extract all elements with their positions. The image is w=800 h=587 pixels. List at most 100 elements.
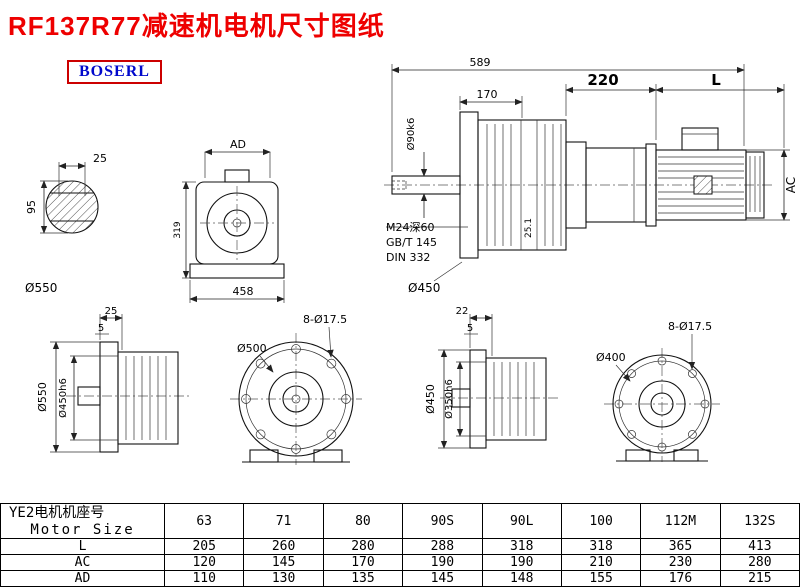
col-header-112m: 112M — [640, 503, 721, 539]
dim-450-flange-small-label: Ø450 — [424, 384, 437, 414]
shaft-section-circle — [45, 180, 99, 234]
motor-size-header-cn: YE2电机机座号 — [9, 504, 105, 521]
dim-shaft-width-label: 25 — [93, 152, 107, 165]
table-header-row: YE2电机机座号 Motor Size 63 71 80 90S 90L 100… — [0, 503, 800, 539]
dim-319: 319 — [173, 181, 196, 279]
table-cell: 176 — [640, 570, 721, 587]
dim-589-label: 589 — [470, 56, 491, 69]
dim-25-flange-label: 25 — [105, 306, 118, 317]
small-face-bolt-holes — [614, 356, 710, 452]
dim-shaft-height-label: 95 — [25, 200, 38, 214]
small-face-foot-left — [625, 449, 651, 462]
terminal-box — [681, 127, 719, 151]
dim-5-flange-small: 5 — [464, 323, 478, 335]
big-face-holes-label: 8-Ø17.5 — [303, 313, 347, 326]
standard-din-label: DIN 332 — [386, 251, 430, 264]
view-gearbox-front: AD 319 458 — [173, 138, 285, 303]
view-shaft-section: 25 95 Ø550 — [25, 152, 107, 295]
assembly-flange-dia-label: Ø450 — [408, 281, 440, 295]
dim-5-flange-small-label: 5 — [467, 323, 473, 334]
col-header-71: 71 — [243, 503, 324, 539]
col-header-90l: 90L — [481, 503, 562, 539]
view-flange-side-small: 22 5 Ø450 Ø350h6 — [424, 306, 560, 449]
table-cell: 280 — [719, 554, 800, 571]
dim-458-label: 458 — [233, 285, 254, 298]
dim-170: 170 — [459, 88, 523, 118]
dim-458: 458 — [189, 280, 285, 303]
boserl-logo: BOSERL — [67, 60, 162, 84]
big-flange-housing — [117, 351, 179, 445]
dim-shaft-width: 25 — [58, 152, 107, 196]
dim-5-flange-label: 5 — [98, 323, 104, 334]
small-face-spigot-circle — [638, 380, 686, 428]
table-cell: 190 — [402, 554, 483, 571]
row-label-AD: AD — [0, 570, 165, 587]
dim-22-flange-label: 22 — [456, 306, 469, 317]
small-face-bolt-circle — [618, 360, 706, 448]
dim-220: 220 — [565, 71, 657, 140]
dim-AD: AD — [204, 138, 271, 178]
big-face-bolt-circle — [245, 348, 347, 450]
big-flange-disc — [99, 341, 119, 453]
motor-size-header: YE2电机机座号 Motor Size — [0, 503, 165, 539]
boserl-logo-text: BOSERL — [79, 63, 150, 80]
table-cell: 318 — [560, 538, 642, 555]
big-face-dia-label: Ø500 — [237, 342, 267, 355]
view-assembly: 589 170 Ø90k6 220 L — [384, 56, 798, 295]
dim-L: L — [655, 71, 785, 148]
big-face-outer-circle — [238, 341, 354, 457]
table-cell: 155 — [560, 570, 642, 587]
dim-L-label: L — [711, 71, 721, 89]
dim-550-flange: Ø550 — [36, 341, 100, 453]
big-face-spigot-circle — [268, 371, 324, 427]
dim-AC-label: AC — [784, 177, 798, 193]
table-cell: 365 — [640, 538, 721, 555]
small-flange-housing-fins — [493, 362, 535, 436]
table-cell: 170 — [322, 554, 404, 571]
gear-housing-fins — [486, 120, 562, 250]
table-cell: 230 — [640, 554, 721, 571]
table-cell: 148 — [481, 570, 562, 587]
dim-550-flange-label: Ø550 — [36, 382, 49, 412]
dim-25-1-label: 25.1 — [524, 218, 534, 238]
dim-22-flange: 22 — [456, 306, 493, 356]
table-row-AD: AD 110 130 135 145 148 155 176 215 — [0, 570, 800, 587]
label-dia-550: Ø550 — [25, 281, 57, 295]
table-cell: 205 — [163, 538, 245, 555]
dim-450-flange-small: Ø450 — [424, 349, 470, 449]
dim-5-flange: 5 — [95, 323, 109, 335]
dim-25-flange: 25 — [99, 306, 123, 350]
dim-AC: AC — [746, 149, 798, 221]
dim-450h6-flange-label: Ø450h6 — [57, 378, 69, 418]
dim-shaft-dia: Ø90k6 — [405, 118, 428, 218]
small-face-outer-circle — [612, 354, 712, 454]
table-cell: 260 — [243, 538, 324, 555]
fan-cover-grille — [749, 156, 761, 212]
dim-589: 589 — [391, 56, 745, 172]
table-cell: 145 — [243, 554, 324, 571]
front-top-cap — [224, 169, 250, 183]
small-flange-disc — [469, 349, 487, 449]
table-cell: 135 — [322, 570, 404, 587]
dim-450h6-flange: Ø450h6 — [57, 355, 118, 441]
col-header-132s: 132S — [719, 503, 800, 539]
big-face-bore-circle — [282, 385, 310, 413]
table-row-AC: AC 120 145 170 190 190 210 230 280 — [0, 554, 800, 571]
table-cell: 413 — [719, 538, 800, 555]
row-label-AC: AC — [0, 554, 165, 571]
view-flange-face-big: 8-Ø17.5 Ø500 — [230, 313, 362, 465]
dim-350h6-flange-small-label: Ø350h6 — [443, 379, 455, 419]
table-cell: 130 — [243, 570, 324, 587]
page-title: RF137R77减速机电机尺寸图纸 — [8, 11, 385, 41]
small-face-foot-right — [673, 449, 699, 462]
table-cell: 145 — [402, 570, 483, 587]
col-header-63: 63 — [163, 503, 245, 539]
motor-size-header-en: Motor Size — [30, 521, 135, 538]
small-face-holes-label: 8-Ø17.5 — [668, 320, 712, 333]
small-face-bore-circle — [650, 392, 674, 416]
big-flange-housing-fins — [125, 356, 167, 440]
tap-thread-label: M24深60 — [386, 221, 435, 234]
col-header-90s: 90S — [402, 503, 483, 539]
view-flange-face-small: 8-Ø17.5 Ø400 — [596, 320, 720, 462]
